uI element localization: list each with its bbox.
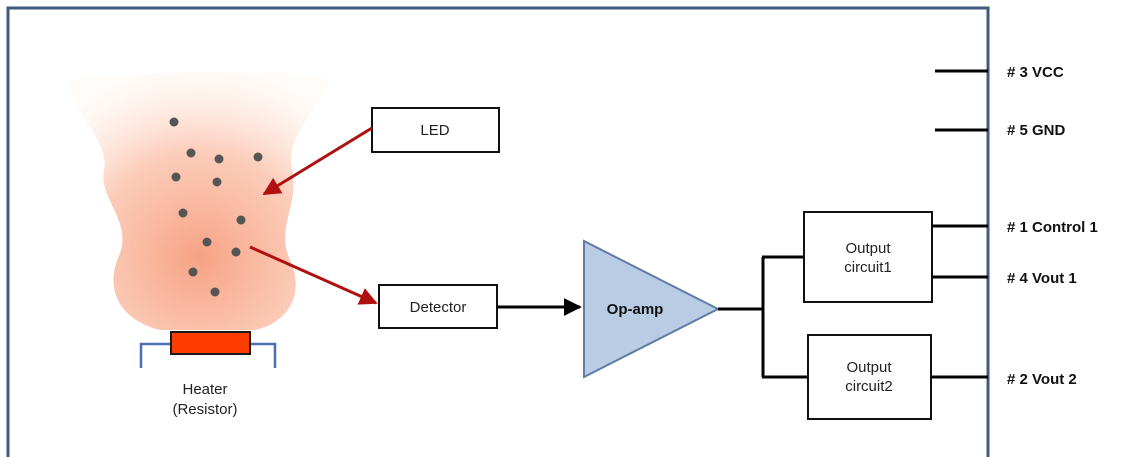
pin-wires: [931, 69, 988, 379]
particle: [188, 267, 198, 277]
smoke-plume: [68, 71, 330, 330]
scattered-light-arrow: [249, 245, 378, 305]
output-circuit2-sublabel: circuit2: [845, 378, 893, 395]
particle: [214, 154, 224, 164]
output-circuit1-block: [803, 211, 933, 303]
led-label: LED: [420, 122, 449, 139]
detector-label: Detector: [410, 299, 467, 316]
particle: [186, 148, 196, 158]
led-block: [371, 107, 500, 153]
particle: [231, 247, 241, 257]
opamp-output-wires: [718, 255, 808, 379]
particle: [236, 215, 246, 225]
output-circuit1-label: Output: [845, 240, 891, 257]
particle: [202, 237, 212, 247]
pin-control1-label: # 1 Control 1: [1007, 219, 1098, 236]
particle: [212, 177, 222, 187]
heater-sublabel: (Resistor): [172, 401, 237, 418]
output-circuit1-sublabel: circuit1: [844, 259, 892, 276]
particle: [253, 152, 263, 162]
particle: [169, 117, 179, 127]
heater-label: Heater: [182, 381, 227, 398]
particle: [210, 287, 220, 297]
output-circuit2-block: [807, 334, 932, 420]
pin-gnd-label: # 5 GND: [1007, 122, 1066, 139]
heater-resistor: [170, 331, 251, 355]
detector-block: [378, 284, 498, 329]
opamp-label: Op-amp: [607, 301, 664, 318]
opamp-triangle: [583, 239, 721, 379]
particle: [171, 172, 181, 182]
pin-vcc-label: # 3 VCC: [1007, 64, 1064, 81]
sensor-frame: [6, 6, 990, 457]
led-light-arrow: [262, 126, 373, 196]
particle: [178, 208, 188, 218]
output-circuit2-label: Output: [846, 359, 892, 376]
pin-vout2-label: # 2 Vout 2: [1007, 371, 1077, 388]
pin-vout1-label: # 4 Vout 1: [1007, 270, 1077, 287]
smoke-particles: [169, 117, 263, 297]
